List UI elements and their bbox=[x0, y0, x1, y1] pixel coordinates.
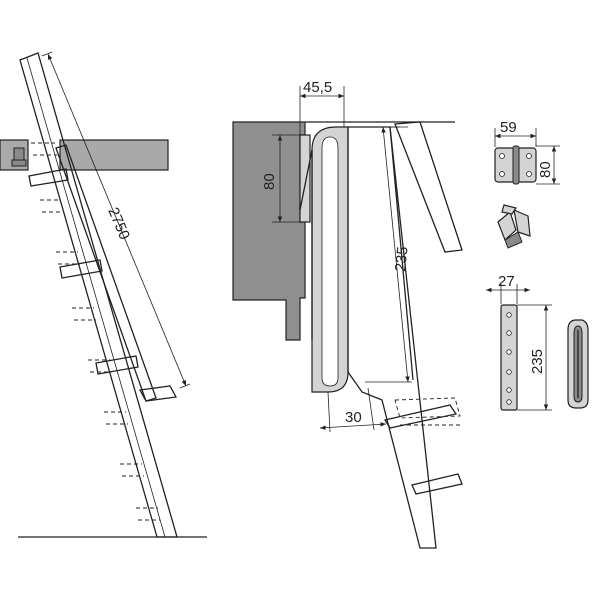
wall-section bbox=[232, 121, 306, 341]
ladder-length-label: 2750 bbox=[104, 205, 133, 242]
parts-panel: 59 80 bbox=[486, 119, 589, 411]
ladder-rail-detail bbox=[342, 121, 463, 549]
lower-step bbox=[383, 397, 463, 495]
hook-slot-bracket bbox=[299, 126, 349, 393]
hinge-width-dimension: 59 bbox=[494, 119, 537, 147]
bottom-offset-dimension: 30 bbox=[319, 387, 387, 433]
hinge-height-label: 80 bbox=[537, 161, 554, 178]
slot-length-dimension: 235 bbox=[345, 126, 412, 383]
hook-height-label: 80 bbox=[261, 173, 278, 190]
hinge-width-label: 59 bbox=[500, 119, 517, 136]
hinge-plate-icon bbox=[494, 145, 537, 185]
ladder-length-dimension: 2750 bbox=[41, 51, 191, 389]
rail-width-label: 27 bbox=[498, 273, 515, 290]
ladder-overview: 2750 bbox=[0, 51, 207, 538]
slide-rail-icon bbox=[500, 304, 518, 411]
slide-rail-profile-icon bbox=[567, 319, 589, 409]
rail-width-dimension: 27 bbox=[486, 273, 530, 304]
rail-length-label: 235 bbox=[529, 349, 546, 374]
slot-length-label: 235 bbox=[392, 246, 412, 273]
hinge-height-dimension: 80 bbox=[536, 145, 560, 185]
hook-detail: 45,5 80 235 30 bbox=[232, 79, 463, 549]
hook-width-label: 45,5 bbox=[303, 79, 332, 96]
hook-width-dimension: 45,5 bbox=[299, 79, 345, 135]
mount-plate bbox=[299, 134, 311, 223]
hinge-bracket-icon bbox=[497, 204, 531, 249]
hook-height-dimension: 80 bbox=[261, 134, 300, 223]
slide-rail-side bbox=[55, 144, 178, 402]
rail-length-dimension: 235 bbox=[517, 304, 552, 411]
ceiling-slab bbox=[0, 139, 169, 171]
bottom-offset-label: 30 bbox=[345, 409, 362, 426]
ladder-rail bbox=[19, 52, 178, 538]
